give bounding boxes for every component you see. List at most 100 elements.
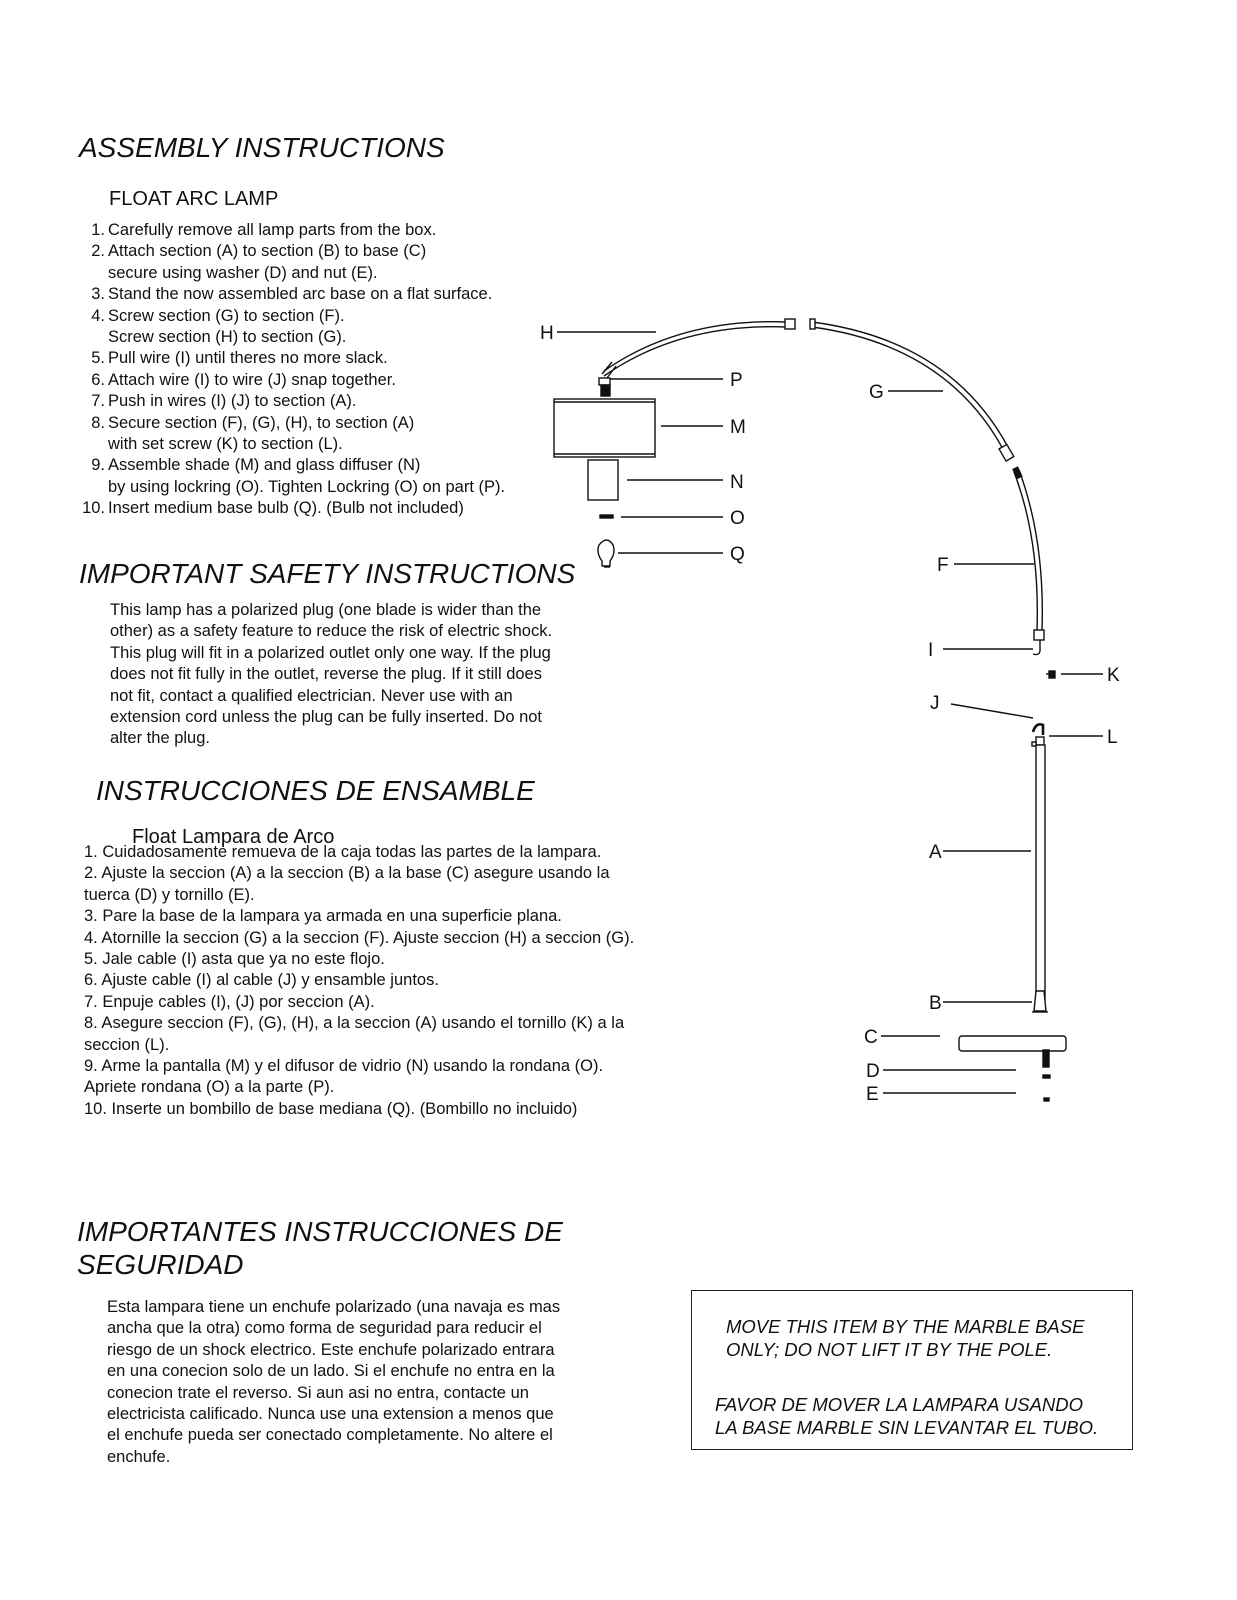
assembly-step: 1.Carefully remove all lamp parts from t… [76,220,505,241]
step-number: 10. [82,499,105,518]
ensamble-product: Float Lampara de Arco [132,826,335,848]
step-number: 7. [91,392,105,411]
label-g: G [869,382,884,403]
bulb-q [597,539,615,567]
seguridad-title: IMPORTANTES INSTRUCCIONES DE SEGURIDAD [77,1216,563,1280]
label-i: I [928,640,933,661]
arc-section-g [811,321,1009,448]
label-j: J [930,693,940,714]
label-c: C [864,1027,878,1048]
joint-l [1035,736,1045,746]
step-number: 2. [91,242,105,261]
ensamble-step: 1. Cuidadosamente remueva de la caja tod… [84,843,602,861]
step-number: 6. [91,370,105,389]
nut-e [1043,1097,1050,1102]
set-screw-k [1048,670,1056,679]
pole-section-a [1035,744,1046,1001]
step-text: Stand the now assembled arc base on a fl… [108,285,493,304]
step-number: 8. [91,413,105,432]
assembly-step: secure using washer (D) and nut (E). [76,263,505,284]
label-a: A [929,842,942,863]
ensamble-step: 9. Arme la pantalla (M) y el difusor de … [84,1057,604,1097]
ensamble-step: 2. Ajuste la seccion (A) a la seccion (B… [84,864,610,904]
step-text: Secure section (F), (G), (H), to section… [108,413,415,432]
joint-hg [784,318,796,330]
label-n: N [730,472,744,493]
step-text: Push in wires (I) (J) to section (A). [108,392,357,411]
diffuser-n [587,459,619,501]
label-d: D [866,1061,880,1082]
label-e: E [866,1084,879,1105]
step-text: with set screw (K) to section (L). [108,435,343,454]
label-l: L [1107,727,1118,748]
ensamble-step: 10. Inserte un bombillo de base mediana … [84,1099,578,1118]
label-q: Q [730,544,745,565]
safety-title: IMPORTANT SAFETY INSTRUCTIONS [79,558,576,589]
label-k: K [1107,665,1120,686]
assembly-step: 10.Insert medium base bulb (Q). (Bulb no… [76,498,505,519]
ensamble-step: 8. Asegure seccion (F), (G), (H), a la s… [84,1014,625,1054]
seguridad-body: Esta lampara tiene un enchufe polarizado… [107,1298,561,1466]
step-number: 4. [91,306,105,325]
label-p: P [730,370,743,391]
step-text: Screw section (H) to section (G). [108,328,347,347]
assembly-step: 2.Attach section (A) to section (B) to b… [76,241,505,262]
ensamble-step: 3. Pare la base de la lampara ya armada … [84,907,562,926]
assembly-title: ASSEMBLY INSTRUCTIONS [79,132,445,163]
move-notice-box: MOVE THIS ITEM BY THE MARBLE BASE ONLY; … [691,1290,1133,1450]
label-m: M [730,417,746,438]
label-f: F [937,555,949,576]
assembly-step: 4.Screw section (G) to section (F). [76,306,505,327]
ensamble-steps: 1. Cuidadosamente remueva de la caja tod… [84,842,644,1120]
label-b: B [929,993,942,1014]
step-text: Attach section (A) to section (B) to bas… [108,242,427,261]
move-notice-english: MOVE THIS ITEM BY THE MARBLE BASE ONLY; … [726,1316,1085,1360]
assembly-step: 3.Stand the now assembled arc base on a … [76,284,505,305]
wire-j [1031,723,1045,735]
step-text: Screw section (G) to section (F). [108,306,345,325]
step-number: 1. [91,221,105,239]
assembly-step: 5.Pull wire (I) until theres no more sla… [76,348,505,369]
step-text: Attach wire (I) to wire (J) snap togethe… [108,370,396,389]
base-stud [1042,1049,1050,1068]
move-notice-spanish: FAVOR DE MOVER LA LAMPARA USANDO LA BASE… [715,1394,1099,1438]
ensamble-step: 6. Ajuste cable (I) al cable (J) y ensam… [84,971,439,990]
assembly-step: 6.Attach wire (I) to wire (J) snap toget… [76,370,505,391]
label-h: H [540,323,554,344]
washer-d [1042,1074,1051,1079]
ensamble-step: 4. Atornille la seccion (G) a la seccion… [84,928,635,947]
shade-m [553,398,656,458]
step-text: Assemble shade (M) and glass diffuser (N… [108,456,421,475]
safety-body: This lamp has a polarized plug (one blad… [110,601,553,748]
product-name: FLOAT ARC LAMP [109,188,279,210]
fitting-f-end [1033,629,1045,641]
step-text: Carefully remove all lamp parts from the… [108,221,437,239]
step-text: Insert medium base bulb (Q). (Bulb not i… [108,499,464,518]
ensamble-step: 7. Enpuje cables (I), (J) por seccion (A… [84,992,375,1011]
step-text: secure using washer (D) and nut (E). [108,263,378,282]
assembly-steps: 1.Carefully remove all lamp parts from t… [76,220,505,520]
label-o: O [730,508,745,529]
assembly-step: 9.Assemble shade (M) and glass diffuser … [76,455,505,476]
assembly-step: Screw section (H) to section (G). [76,327,505,348]
arc-section-h [603,321,787,372]
step-text: Pull wire (I) until theres no more slack… [108,349,388,368]
step-text: by using lockring (O). Tighten Lockring … [108,477,506,496]
assembly-step: 8.Secure section (F), (G), (H), to secti… [76,413,505,434]
section-b [1033,990,1047,1012]
ensamble-step: 5. Jale cable (I) asta que ya no este fl… [84,950,385,969]
assembly-step: by using lockring (O). Tighten Lockring … [76,477,505,498]
wire-i [1032,640,1041,656]
marble-base-c [958,1035,1067,1052]
assembly-step: 7.Push in wires (I) (J) to section (A). [76,391,505,412]
ensamble-title: INSTRUCCIONES DE ENSAMBLE [96,775,535,806]
socket-p [598,377,611,386]
assembly-step: with set screw (K) to section (L). [76,434,505,455]
arc-section-f [1018,469,1043,631]
step-number: 3. [91,285,105,304]
lockring-o [599,514,614,519]
step-number: 5. [91,349,105,368]
leader-j [950,703,1034,719]
step-number: 9. [91,456,105,475]
